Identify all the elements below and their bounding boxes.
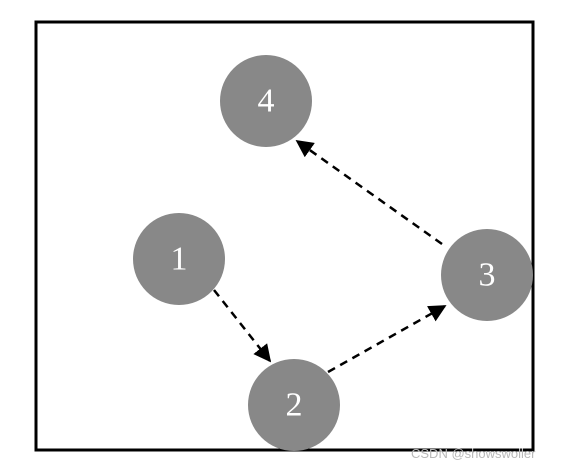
node-4: 4 (220, 55, 312, 147)
node-1-label: 1 (171, 241, 188, 278)
node-3-label: 3 (479, 257, 496, 294)
edge-1-to-2 (213, 289, 272, 363)
node-1-circle (133, 213, 225, 305)
node-2-circle (248, 359, 340, 451)
node-4-label: 4 (258, 83, 275, 120)
node-2: 2 (248, 359, 340, 451)
watermark: CSDN @showswoller (411, 446, 536, 461)
node-3-circle (441, 229, 533, 321)
node-3: 3 (441, 229, 533, 321)
node-1: 1 (133, 213, 225, 305)
node-2-label: 2 (286, 387, 303, 424)
node-4-circle (220, 55, 312, 147)
edge-3-to-4 (295, 139, 443, 246)
edge-2-to-3 (327, 304, 447, 374)
